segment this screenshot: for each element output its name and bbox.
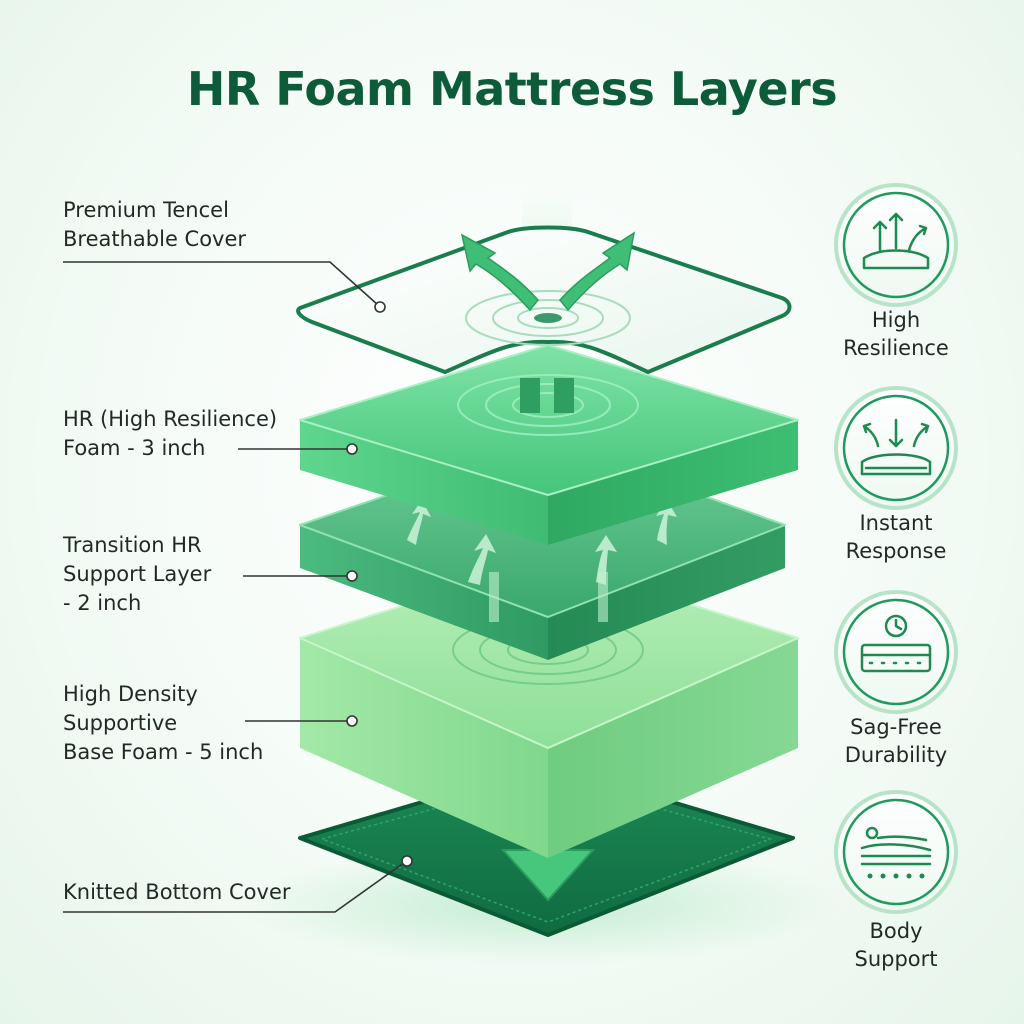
feature-high-resilience-badge [834,183,958,307]
label-line: Support Layer [63,562,212,586]
feature-label-line: Body [869,919,923,943]
feature-instant-response-badge [834,386,958,510]
feature-label-line: Instant [859,511,933,535]
label-line: - 2 inch [63,591,142,615]
label-line: Base Foam - 5 inch [63,740,264,764]
body-support-icon [860,826,932,866]
feature-sag-free-durability-badge [834,590,958,714]
feature-body-support-label: Body Support [821,917,971,973]
feature-label-line: Support [854,947,938,971]
feature-high-resilience-label: High Resilience [821,306,971,362]
label-line: Breathable Cover [63,227,247,251]
hr-foam-layer [299,344,799,545]
feature-label-line: High [871,308,921,332]
leader-lines [63,261,413,913]
label-hr-foam: HR (High Resilience) Foam - 3 inch [63,405,277,463]
feature-label-line: Response [845,539,947,563]
label-transition-layer: Transition HR Support Layer - 2 inch [63,531,211,618]
feature-sag-free-durability-label: Sag-Free Durability [821,713,971,769]
tencel-cover-layer [296,190,792,374]
label-tencel-cover: Premium Tencel Breathable Cover [63,196,246,254]
label-knitted-bottom-cover: Knitted Bottom Cover [63,878,291,907]
label-line: High Density [63,682,198,706]
high-resilience-icon [862,212,930,270]
instant-response-icon [860,418,932,476]
label-line: Transition HR [63,533,202,557]
page-title: HR Foam Mattress Layers [186,62,838,116]
feature-label-line: Sag-Free [850,715,942,739]
label-line: HR (High Resilience) [63,407,278,431]
sag-free-durability-icon [860,614,932,673]
label-line: Supportive [63,711,178,735]
label-line: Foam - 3 inch [63,436,206,460]
label-line: Premium Tencel [63,198,229,222]
feature-body-support-badge [834,790,958,914]
feature-label-line: Resilience [843,336,949,360]
feature-instant-response-label: Instant Response [821,509,971,565]
feature-label-line: Durability [844,743,948,767]
label-line: Knitted Bottom Cover [63,880,291,904]
label-base-foam: High Density Supportive Base Foam - 5 in… [63,680,263,767]
